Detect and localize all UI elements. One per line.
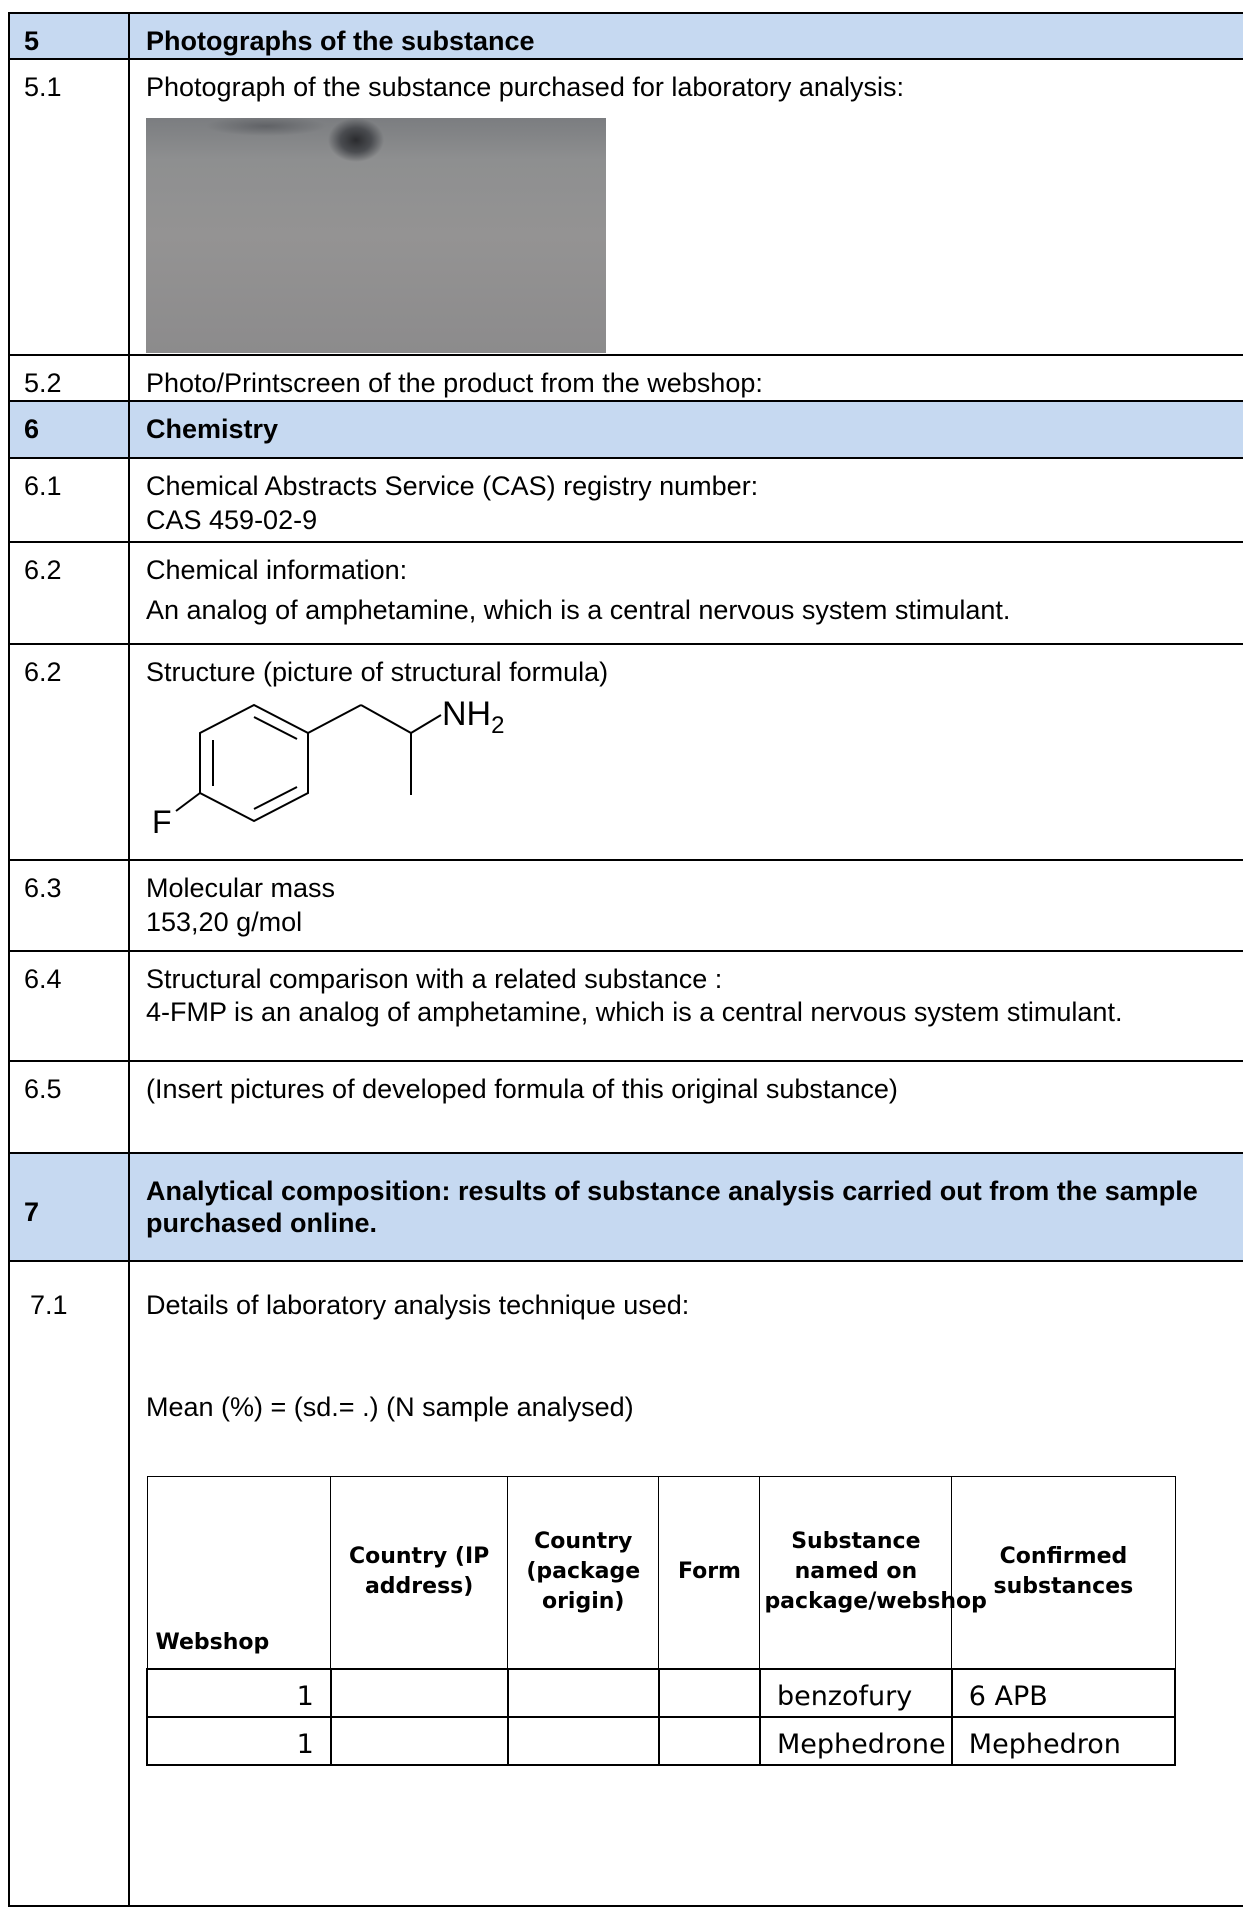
molecular-mass: 153,20 g/mol [146, 907, 303, 937]
row-7-1: 7.1 Details of laboratory analysis techn… [8, 1260, 1243, 1907]
cell-webshop: 1 [146, 1667, 332, 1718]
row-label: Molecular mass [146, 873, 336, 903]
row-label: Chemical Abstracts Service (CAS) registr… [146, 471, 759, 501]
row-6-2-info: 6.2 Chemical information: An analog of a… [8, 541, 1243, 645]
row-number: 5.2 [8, 354, 130, 402]
row-number: 6.1 [8, 457, 130, 543]
cell-confirmed: Mephedron [950, 1715, 1177, 1766]
row-5-2: 5.2 Photo/Printscreen of the product fro… [8, 354, 1243, 402]
row-number: 7.1 [8, 1260, 130, 1907]
ring-double-bond [253, 786, 298, 810]
bond-ch [360, 704, 412, 734]
row-text: (Insert pictures of developed formula of… [128, 1060, 1243, 1154]
comparison-text: 4-FMP is an analog of amphetamine, which… [146, 997, 1123, 1027]
row-number: 6.4 [8, 950, 130, 1062]
row-number: 6.2 [8, 541, 130, 645]
col-header-confirmed: Confirmed substances [951, 1476, 1176, 1669]
fluorine-label: F [152, 804, 172, 835]
col-header-webshop: Webshop [146, 1476, 332, 1669]
cell-country-ip [329, 1715, 509, 1766]
section-title: Analytical composition: results of subst… [128, 1152, 1243, 1262]
row-label: Structure (picture of structural formula… [146, 657, 609, 687]
section-number: 7 [8, 1152, 130, 1262]
section-number: 5 [8, 12, 130, 60]
cell-form [657, 1667, 761, 1718]
cell-confirmed: 6 APB [950, 1667, 1177, 1718]
formula-bonds [175, 703, 442, 823]
cell-form [657, 1715, 761, 1766]
row-number: 6.3 [8, 859, 130, 952]
section-5-row: 5 Photographs of the substance [8, 12, 1243, 60]
row-number: 6.2 [8, 643, 130, 861]
row-number: 6.5 [8, 1060, 130, 1154]
bond-amine [410, 714, 442, 734]
row-6-1: 6.1 Chemical Abstracts Service (CAS) reg… [8, 457, 1243, 543]
table-header-row: Webshop Country (IP address) Country (pa… [146, 1476, 1176, 1669]
bond-fluorine [175, 792, 201, 812]
structural-formula: NH2 F [152, 695, 504, 835]
col-header-country-ip: Country (IP address) [330, 1476, 508, 1669]
cas-number: CAS 459-02-9 [146, 505, 318, 535]
section-title: Photographs of the substance [128, 12, 1243, 60]
row-label: Details of laboratory analysis technique… [146, 1290, 690, 1320]
cell-substance-named: Mephedrone [758, 1715, 953, 1766]
table-row: 1 benzofury 6 APB [146, 1667, 1177, 1718]
chemical-info: An analog of amphetamine, which is a cen… [146, 595, 1011, 625]
ring-double-bond [253, 716, 298, 740]
section-number: 6 [8, 400, 130, 459]
row-6-5: 6.5 (Insert pictures of developed formul… [8, 1060, 1243, 1154]
section-title: Chemistry [128, 400, 1243, 459]
analysis-results-table: Webshop Country (IP address) Country (pa… [146, 1476, 1177, 1766]
cell-substance-named: benzofury [758, 1667, 953, 1718]
cell-country-package [506, 1667, 660, 1718]
row-text: Photograph of the substance purchased fo… [146, 72, 904, 102]
row-6-3: 6.3 Molecular mass 153,20 g/mol [8, 859, 1243, 952]
cell-webshop: 1 [146, 1715, 332, 1766]
col-header-country-package: Country (package origin) [506, 1476, 660, 1669]
substance-photo [146, 118, 606, 353]
row-number: 5.1 [8, 58, 130, 356]
amine-label: NH2 [442, 695, 504, 739]
mean-formula: Mean (%) = (sd.= .) (N sample analysed) [146, 1392, 634, 1422]
benzene-ring [199, 703, 309, 823]
section-7-row: 7 Analytical composition: results of sub… [8, 1152, 1243, 1262]
row-label: Structural comparison with a related sub… [146, 964, 723, 994]
row-5-1: 5.1 Photograph of the substance purchase… [8, 58, 1243, 356]
bond-ch2 [307, 704, 362, 734]
row-text: Photo/Printscreen of the product from th… [128, 354, 1243, 402]
row-6-4: 6.4 Structural comparison with a related… [8, 950, 1243, 1062]
col-header-form: Form [658, 1476, 761, 1669]
row-6-2-structure: 6.2 Structure (picture of structural for… [8, 643, 1243, 861]
substance-report-table: 5 Photographs of the substance 5.1 Photo… [8, 12, 1243, 1907]
cell-country-package [506, 1715, 660, 1766]
section-6-row: 6 Chemistry [8, 400, 1243, 459]
cell-country-ip [329, 1667, 509, 1718]
row-label: Chemical information: [146, 555, 408, 585]
table-row: 1 Mephedrone Mephedron [146, 1715, 1177, 1766]
col-header-substance-named: Substance named on package/webshop [759, 1476, 987, 1669]
